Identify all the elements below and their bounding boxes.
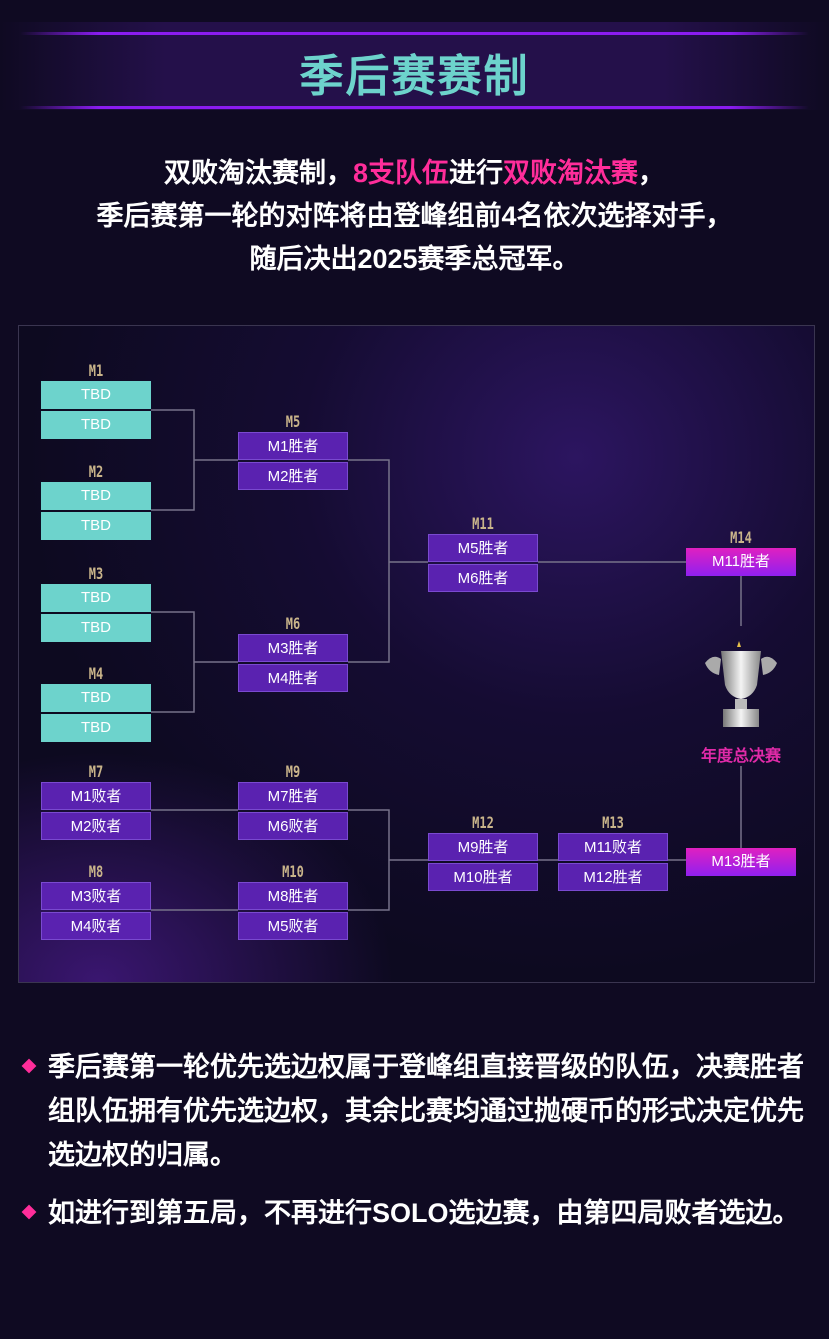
match-label-m9: M9	[285, 762, 301, 781]
team-slot[interactable]: M1胜者	[238, 432, 348, 460]
bracket-connectors	[151, 409, 742, 911]
match-label-m5: M5	[285, 412, 301, 431]
team-slot[interactable]: M12胜者	[558, 863, 668, 891]
team-slot[interactable]: M1败者	[41, 782, 151, 810]
team-slot[interactable]: TBD	[41, 614, 151, 642]
team-slot[interactable]: M11败者	[558, 833, 668, 861]
team-slot[interactable]: TBD	[41, 714, 151, 742]
team-slot[interactable]: TBD	[41, 482, 151, 510]
team-slot[interactable]: M3胜者	[238, 634, 348, 662]
team-slot[interactable]: TBD	[41, 381, 151, 409]
team-slot[interactable]: TBD	[41, 411, 151, 439]
match-label-m14: M14	[730, 528, 752, 547]
match-label-m8: M8	[88, 862, 104, 881]
intro-text-part: 双败淘汰赛制，	[163, 158, 353, 188]
team-slot[interactable]: TBD	[41, 684, 151, 712]
team-slot[interactable]: M2败者	[41, 812, 151, 840]
match-label-m1: M1	[88, 361, 104, 380]
team-slot[interactable]: M5胜者	[428, 534, 538, 562]
team-slot[interactable]: M7胜者	[238, 782, 348, 810]
intro-highlight: 双败淘汰赛	[503, 158, 639, 188]
team-slot[interactable]: M9胜者	[428, 833, 538, 861]
rule-text: 如进行到第五局，不再进行SOLO选边赛，由第四局败者选边。	[48, 1198, 800, 1228]
match-label-m13: M13	[602, 813, 624, 832]
match-label-m3: M3	[88, 564, 104, 583]
match-label-m7: M7	[88, 762, 104, 781]
diamond-bullet-icon	[21, 1204, 37, 1220]
rule-item: 季后赛第一轮优先选边权属于登峰组直接晋级的队伍，决赛胜者组队伍拥有优先选边权，其…	[20, 1045, 810, 1177]
intro-line: 随后决出2025赛季总冠军。	[249, 244, 580, 274]
diamond-bullet-icon	[21, 1058, 37, 1074]
rule-item: 如进行到第五局，不再进行SOLO选边赛，由第四局败者选边。	[20, 1191, 810, 1235]
team-slot[interactable]: M6胜者	[428, 564, 538, 592]
match-label-m12: M12	[472, 813, 494, 832]
divider	[20, 32, 809, 35]
trophy-icon	[705, 641, 777, 727]
team-slot[interactable]: M3败者	[41, 882, 151, 910]
match-label-m6: M6	[285, 614, 301, 633]
title-banner: 季后赛赛制	[0, 22, 829, 110]
page-title: 季后赛赛制	[299, 52, 530, 101]
trophy-label: 年度总决赛	[700, 748, 781, 765]
team-slot[interactable]: TBD	[41, 512, 151, 540]
team-slot[interactable]: M13胜者	[686, 848, 796, 876]
team-slot[interactable]: M5败者	[238, 912, 348, 940]
intro-text-part: 进行	[449, 158, 504, 188]
intro-highlight: 8支队伍	[352, 158, 450, 188]
team-slot[interactable]: TBD	[41, 584, 151, 612]
team-slot[interactable]: M8胜者	[238, 882, 348, 910]
team-slot[interactable]: M4败者	[41, 912, 151, 940]
team-slot[interactable]: M10胜者	[428, 863, 538, 891]
match-label-m2: M2	[88, 462, 104, 481]
rules-list: 季后赛第一轮优先选边权属于登峰组直接晋级的队伍，决赛胜者组队伍拥有优先选边权，其…	[20, 1045, 810, 1249]
rule-text: 季后赛第一轮优先选边权属于登峰组直接晋级的队伍，决赛胜者组队伍拥有优先选边权，其…	[48, 1052, 804, 1170]
intro-line: 季后赛第一轮的对阵将由登峰组前4名依次选择对手，	[96, 201, 733, 231]
team-slot[interactable]: M2胜者	[238, 462, 348, 490]
team-slot[interactable]: M4胜者	[238, 664, 348, 692]
match-label-m11: M11	[472, 514, 494, 533]
team-slot[interactable]: M6败者	[238, 812, 348, 840]
team-slot[interactable]: M11胜者	[686, 548, 796, 576]
divider	[20, 106, 809, 109]
match-label-m10: M10	[282, 862, 304, 881]
match-label-m4: M4	[88, 664, 104, 683]
intro-text: 双败淘汰赛制，8支队伍进行双败淘汰赛， 季后赛第一轮的对阵将由登峰组前4名依次选…	[0, 152, 829, 281]
intro-text-part: ，	[638, 158, 666, 188]
